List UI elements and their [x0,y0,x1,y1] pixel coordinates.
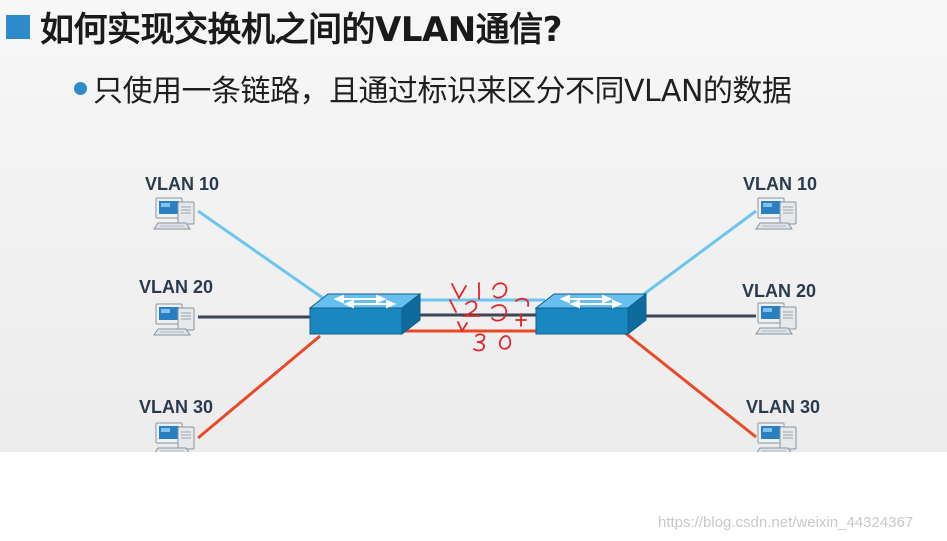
link-right-vlan30 [623,330,757,439]
watermark: https://blog.csdn.net/weixin_44324367 [658,514,914,531]
left-switch-icon [309,293,421,335]
left-pc-vlan10-icon [153,197,195,230]
left-vlan20-label: VLAN 20 [139,277,213,297]
right-pc-vlan20-icon [755,302,797,335]
right-vlan10-label: VLAN 10 [743,174,817,194]
left-vlan30-label: VLAN 30 [139,397,213,417]
right-switch-icon [535,293,647,335]
link-left-vlan30 [197,334,321,440]
handwritten-annotation [449,282,530,352]
bullet-text: 只使用一条链路，且通过标识来区分不同VLAN的数据 [93,74,792,109]
bullet-row: 只使用一条链路，且通过标识来区分不同VLAN的数据 [74,66,792,110]
link-right-vlan10 [635,209,757,302]
title-row: 如何实现交换机之间的VLAN通信? [6,2,562,51]
right-pc-vlan30-icon [755,422,797,452]
right-vlan30-label: VLAN 30 [746,397,820,417]
network-diagram: VLAN 10 VLAN 20 VLAN 30 VLAN 10 VLAN 20 … [139,174,820,452]
right-pc-vlan10-icon [755,197,797,230]
title-bullet-square [6,14,30,39]
right-vlan20-label: VLAN 20 [742,281,816,301]
bullet-dot-icon [74,81,87,95]
slide-title: 如何实现交换机之间的VLAN通信? [40,10,562,50]
left-pc-vlan30-icon [153,422,195,452]
left-pc-vlan20-icon [153,303,195,336]
left-vlan10-label: VLAN 10 [145,174,219,194]
link-left-vlan10 [197,209,331,305]
